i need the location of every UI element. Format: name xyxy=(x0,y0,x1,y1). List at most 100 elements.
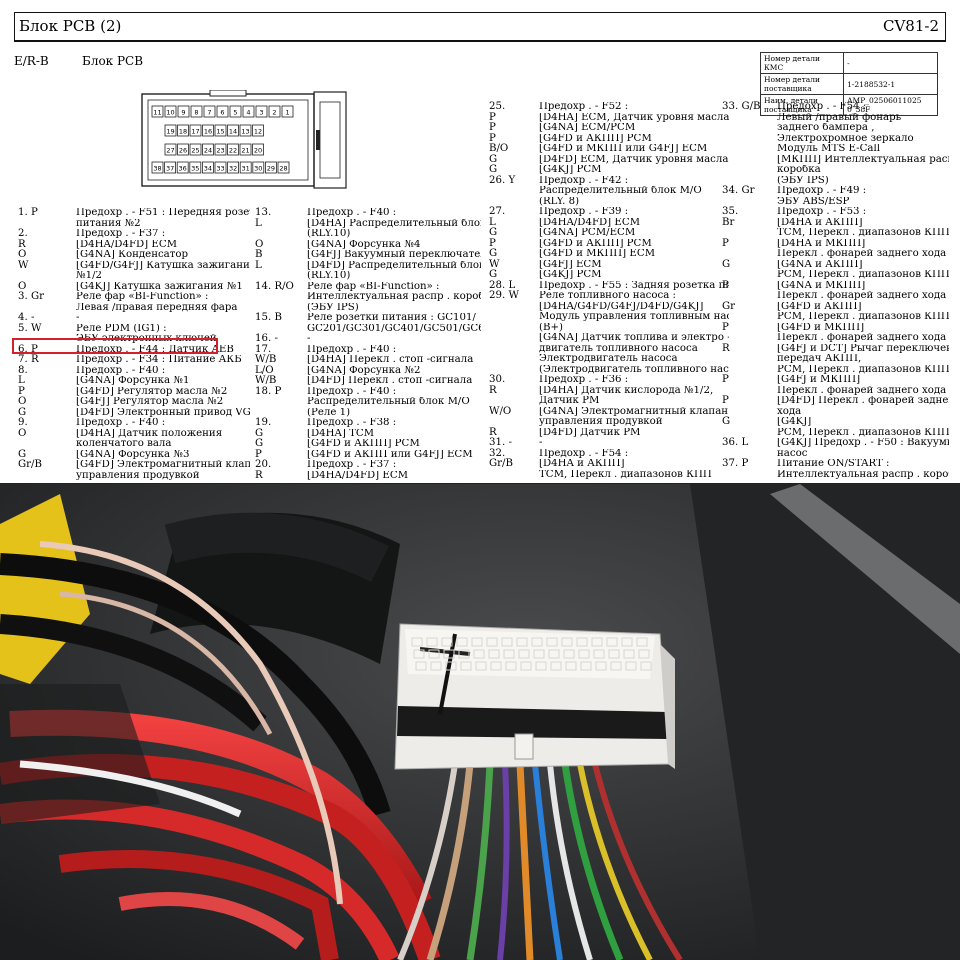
pin-label: 32 xyxy=(229,165,237,173)
connector-pin xyxy=(176,161,189,174)
header-code: CV81-2 xyxy=(882,17,939,35)
pin-label: 33 xyxy=(216,165,224,173)
pin-label: 28 xyxy=(279,165,287,173)
pin-label: 16 xyxy=(204,128,212,136)
pin-number: P xyxy=(722,279,729,291)
pin-description: [G4FJ и DCT] Рычаг переключения xyxy=(777,343,949,354)
pin-description: Предохр . - F44 : Датчик AEB xyxy=(76,344,234,355)
connector-pin xyxy=(177,124,189,137)
pin-entry: коленчатого вала xyxy=(18,439,250,450)
connector-pin xyxy=(202,143,214,156)
pin-number: 36. L xyxy=(722,437,749,448)
pin-number: O xyxy=(18,396,27,407)
pin-label: 1 xyxy=(285,109,289,117)
pin-entry: 20.Предохр . - F37 : xyxy=(255,459,481,471)
header-title: Блок PCB (2) xyxy=(19,17,122,35)
pin-description: [G4NA] ECM/PCM xyxy=(539,123,636,133)
pin-description: Предохр . - F40 : xyxy=(307,386,397,397)
connector-pin xyxy=(203,105,216,118)
pin-description: [G4KJ] xyxy=(777,417,812,427)
connector-pin xyxy=(239,124,252,137)
pin-number xyxy=(722,407,777,418)
pin-description: Предохр . - F37 : xyxy=(307,460,397,470)
pin-description: [D4FD] Перекл . фонарей заднего xyxy=(777,396,949,406)
pin-label: 13 xyxy=(241,128,249,136)
pin-number: P xyxy=(255,448,262,460)
pin-number xyxy=(489,302,539,313)
pin-entry: O[G4FJ] Регулятор масла №2 xyxy=(18,396,250,408)
pin-entry: Левая /правая передняя фара xyxy=(18,303,250,314)
pin-entry: P[D4FD] Перекл . фонарей заднего xyxy=(722,395,949,407)
pin-number: 30. xyxy=(489,374,506,385)
pin-number: P xyxy=(489,132,496,144)
photo-pin-cavity xyxy=(608,649,620,659)
photo-pin-cavity xyxy=(413,649,425,659)
pin-label: 36 xyxy=(179,165,187,173)
pin-number xyxy=(489,344,539,355)
pin-description: Распределительный блок M/O xyxy=(307,397,470,407)
pin-description: GC201/GC301/GC401/GC501/GC601 xyxy=(307,323,481,334)
pin-number xyxy=(18,271,76,282)
info-value: AMP_02506011025 0_38F xyxy=(843,94,938,116)
pin-description: PCM, Перекл . диапазонов КПП xyxy=(777,312,949,322)
pin-number: P xyxy=(489,237,496,249)
pin-number: 9. xyxy=(18,417,28,428)
pin-description: коробка xyxy=(777,165,821,175)
pin-number xyxy=(722,270,777,281)
connector-pin xyxy=(164,105,177,118)
pin-entry: P[G4FD и МКПП] xyxy=(722,322,949,334)
pin-entry: G[G4NA и АКПП] xyxy=(722,259,949,271)
pin-number xyxy=(255,271,307,282)
pin-description: [G4NA] Форсунка №3 xyxy=(76,449,190,460)
pin-number xyxy=(489,396,539,407)
connector-pin xyxy=(268,105,281,118)
photo-pin-cavity xyxy=(460,661,472,671)
pin-number xyxy=(722,354,777,365)
pin-number: P xyxy=(722,374,729,385)
pin-entry: P[G4FD] Регулятор масла №2 xyxy=(18,386,250,398)
pin-number xyxy=(18,439,76,450)
photo-pin-cavity xyxy=(520,661,532,671)
pin-number xyxy=(722,134,777,145)
pin-number: O xyxy=(18,280,27,292)
pin-entry: P [G4FD и АКПП или G4FJ] ECM xyxy=(255,448,481,461)
pin-description: [G4FD и АКПП или G4FJ] ECM xyxy=(307,449,473,460)
connector-pin xyxy=(252,124,264,137)
connector-pin xyxy=(177,105,190,118)
pin-description: PCM, Перекл . диапазонов КПП xyxy=(777,364,949,375)
connector-pin xyxy=(227,143,239,156)
pin-description: Предохр . - F54 : xyxy=(539,448,629,459)
pin-label: 21 xyxy=(241,147,249,155)
pin-number: 2. xyxy=(18,228,28,239)
pin-number: G xyxy=(489,248,498,259)
pin-entry: P[G4NA] ECM/PCM xyxy=(489,122,729,134)
connector-pin xyxy=(151,161,164,174)
pin-number: P xyxy=(722,237,729,249)
pin-number: 19. xyxy=(255,417,272,428)
pin-number: R xyxy=(722,342,730,354)
pin-number: 8. xyxy=(18,364,28,376)
pin-description: [G4NA] PCM/ECM xyxy=(539,228,636,238)
pin-entry: питания №2 xyxy=(18,219,250,230)
pin-description: ЭБУ ABS/ESP xyxy=(777,196,850,207)
pin-description: [D4FD] ECM, Датчик уровня масла xyxy=(539,154,729,165)
pin-description: [D4HA] Распределительный блок M/O xyxy=(307,218,481,229)
pin-number xyxy=(489,323,539,334)
pin-description: Предохр . - F55 : Задняя розетка питания xyxy=(539,280,729,291)
photo-pin-cavity xyxy=(516,637,528,647)
connector-pin xyxy=(265,161,277,174)
pin-number xyxy=(722,470,777,481)
pin-label: 38 xyxy=(153,165,161,173)
photo-pin-cavity xyxy=(595,661,607,671)
wiring-document: Блок PCB (2) CV81-2 E/R-B Блок PCB Номер… xyxy=(0,12,960,484)
pin-description: [D4FD] Распределительный блок M/O xyxy=(307,260,481,271)
pin-description: Реле розетки питания : GC101/ xyxy=(307,313,476,323)
pin-description: Перекл . фонарей заднего хода xyxy=(777,291,947,301)
pin-entry: P[G4FD и АКПП] PCM xyxy=(489,237,729,250)
pin-number: 27. xyxy=(489,206,506,217)
pin-entry: (Реле 1) xyxy=(255,408,481,419)
pin-entry: L[D4HA] Распределительный блок M/O xyxy=(255,218,481,230)
connector-pin xyxy=(281,105,294,118)
